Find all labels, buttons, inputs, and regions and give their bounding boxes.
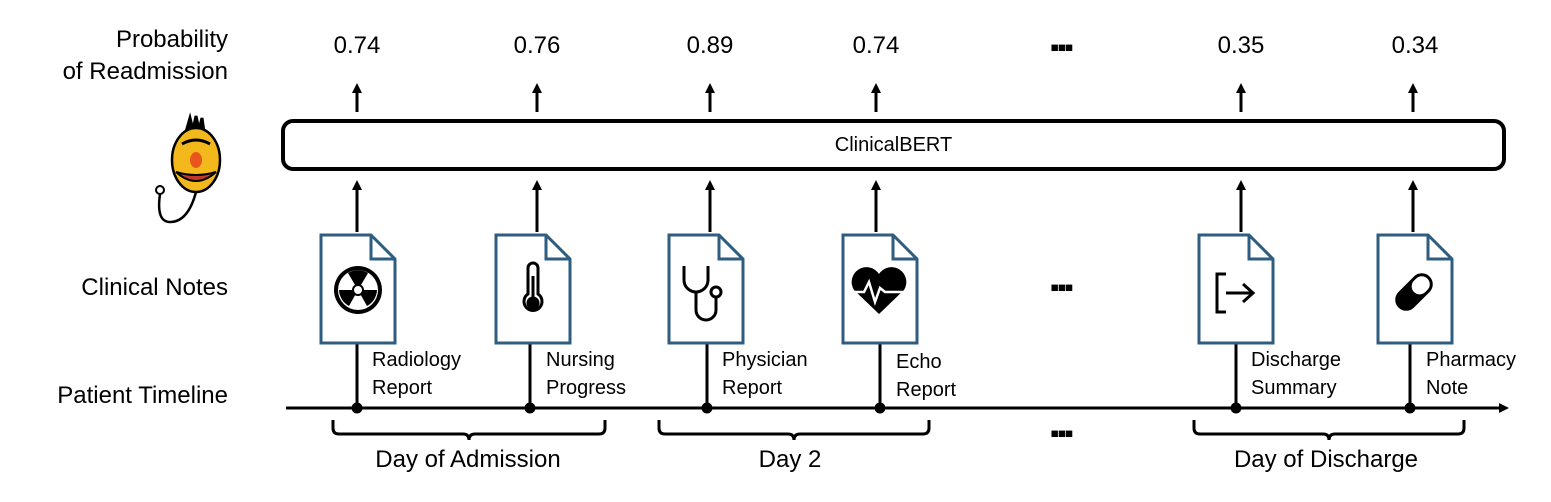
thermometer-icon (522, 261, 544, 312)
probability-value: 0.89 (686, 32, 734, 59)
note-label: Echo Report (896, 351, 957, 401)
patient-timeline-row-label: Patient Timeline (57, 382, 228, 409)
ellipsis-probabilities: ▪▪▪ (1050, 32, 1074, 62)
pill-icon (1395, 273, 1433, 311)
probability-row-label: Probability of Readmission (8, 24, 228, 88)
probability-value: 0.34 (1391, 32, 1439, 59)
exit-arrow-icon (1215, 272, 1256, 314)
ellipsis-notes: ▪▪▪ (1050, 272, 1074, 302)
probability-value: 0.74 (852, 32, 900, 59)
note-label: Pharmacy Note (1426, 349, 1517, 399)
clinical-notes-row-label: Clinical Notes (81, 274, 228, 301)
model-name: ClinicalBERT (834, 133, 953, 156)
heartbeat-icon (851, 267, 907, 314)
radiation-icon (334, 266, 382, 314)
day-brace (331, 420, 607, 441)
stethoscope-icon (682, 266, 723, 322)
day-label: Day of Admission (375, 446, 561, 473)
probability-label-line2: of Readmission (62, 58, 228, 85)
note-document-icon (1197, 233, 1275, 345)
probability-value: 0.35 (1217, 32, 1265, 59)
day-brace (1192, 420, 1466, 441)
probability-value: 0.74 (333, 32, 381, 59)
clinicalbert-model-box: ClinicalBERT (281, 119, 1506, 171)
ellipsis-timeline: ▪▪▪ (1050, 418, 1074, 448)
note-label: Physician Report (722, 349, 808, 399)
clinicalbert-mascot-icon (155, 112, 222, 224)
patient-timeline-axis (286, 344, 1509, 414)
note-label: Nursing Progress (546, 349, 627, 399)
day-label: Day 2 (758, 446, 822, 473)
probability-label-line1: Probability (115, 26, 228, 53)
note-label: Discharge Summary (1251, 349, 1342, 399)
day-brace (657, 420, 931, 441)
note-label: Radiology Report (372, 349, 461, 399)
probability-value: 0.76 (513, 32, 561, 59)
day-label: Day of Discharge (1233, 446, 1419, 473)
